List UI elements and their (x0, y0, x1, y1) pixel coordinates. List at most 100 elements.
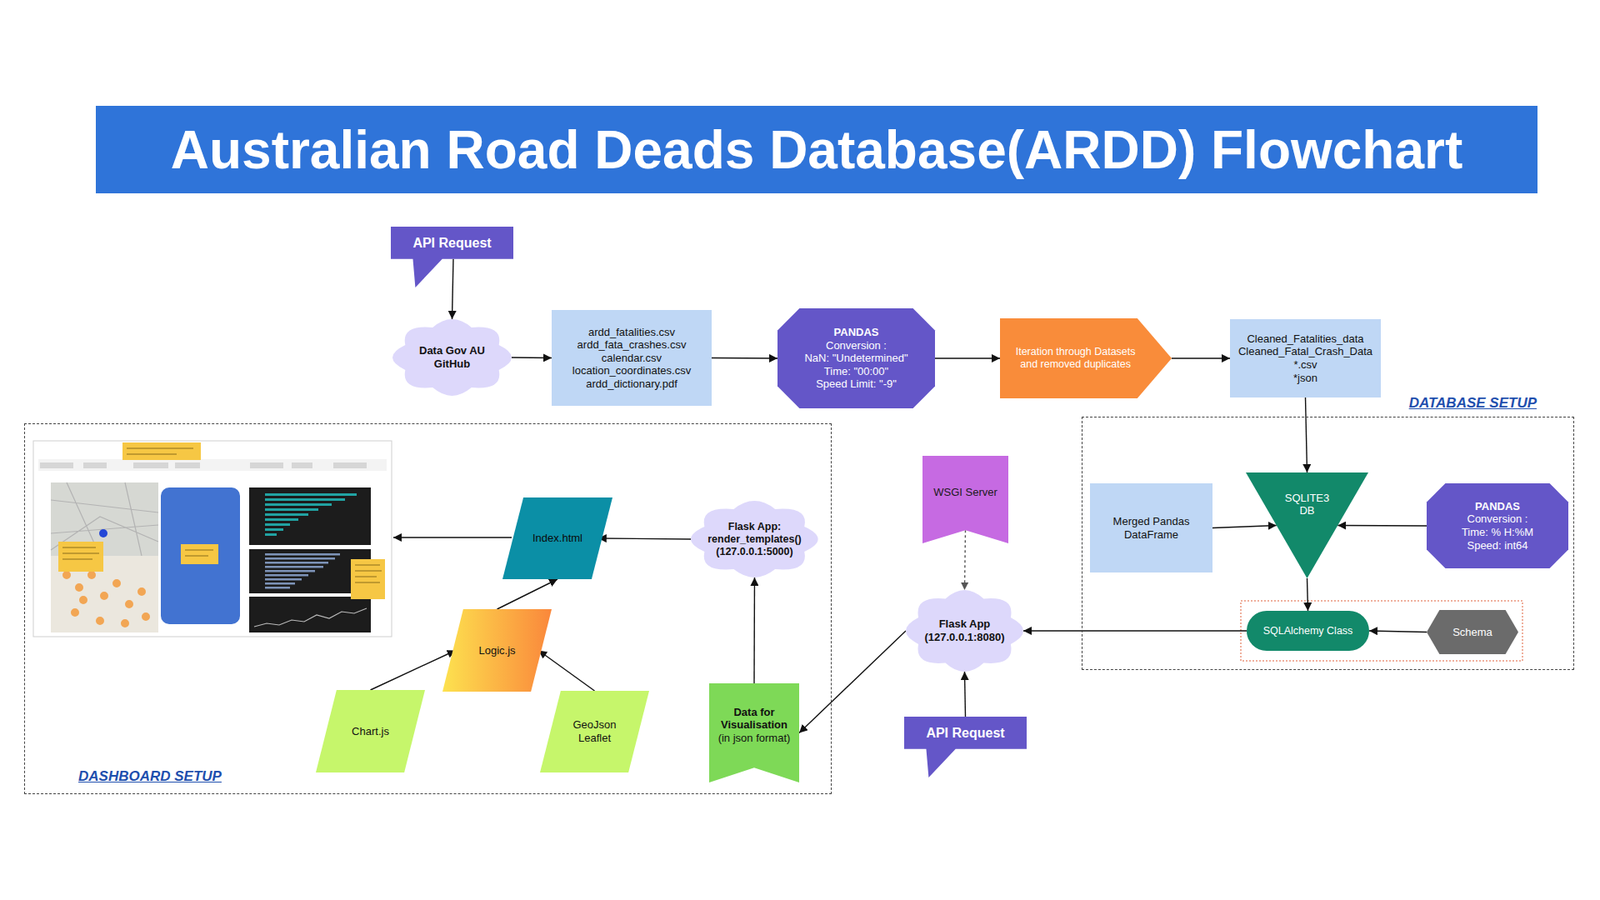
title-band: Australian Road Deads Database(ARDD) Flo… (95, 105, 1538, 194)
connector-arrow (1369, 630, 1427, 633)
region-heading: DATABASE SETUP (1409, 395, 1537, 412)
note-scribbles (62, 448, 382, 583)
bar-chart (249, 487, 371, 545)
html-parallelogram: Index.html (502, 497, 613, 580)
server-banner: WSGI Server (922, 455, 1009, 544)
class-pill: SQLAlchemy Class (1246, 610, 1370, 651)
node-text: ardd_dictionary.pdf (585, 377, 678, 391)
text-block: Cleaned_Fatalities_dataCleaned_Fatal_Cra… (1235, 332, 1376, 385)
data-banner-fill (709, 683, 800, 783)
server-banner-fill (922, 455, 1009, 544)
line-chart (249, 596, 371, 633)
text-block: Data for Visualisation(in json format) (713, 705, 795, 745)
text-block: PANDASConversion :Time: % H:%MSpeed: int… (1443, 500, 1552, 552)
dashboard-screenshot (33, 440, 392, 637)
connector-arrow (538, 650, 595, 692)
server-banner-outline (922, 455, 1009, 544)
sticky-notes (58, 442, 385, 600)
output-box: Cleaned_Fatalities_dataCleaned_Fatal_Cra… (1230, 319, 1381, 398)
node-text: WSGI Server (933, 485, 998, 500)
process-pentagon-fill (1000, 318, 1172, 399)
data-banner: Data for Visualisation(in json format) (709, 683, 800, 783)
text-block: GeoJson Leaflet (568, 718, 622, 745)
database-region: DATABASE SETUPMerged Pandas DataFrameSQL… (1081, 416, 1575, 670)
node-text: location_coordinates.csv (572, 364, 691, 378)
connector-arrow (1171, 357, 1230, 359)
node-text: Time: % H:%M (1461, 525, 1534, 540)
text-block: Merged Pandas DataFrame (1105, 515, 1198, 541)
connector-arrow (370, 650, 456, 691)
node-text: PANDAS (1475, 500, 1520, 514)
database-triangle-outline (1245, 472, 1369, 579)
flask-cloud-fill (690, 500, 819, 578)
node-text: API Request (412, 235, 491, 251)
node-text: Conversion : (825, 339, 887, 353)
node-text: GeoJson Leaflet (568, 718, 622, 745)
database-triangle: SQLITE3 DB (1245, 472, 1369, 579)
map-clusters (62, 570, 150, 628)
node-text: Conversion : (1467, 512, 1529, 526)
map-marker (99, 529, 108, 538)
connector-arrow (1307, 578, 1309, 611)
chart-bars (265, 553, 340, 590)
library-parallelogram-fill (540, 690, 650, 773)
text-block: API Request (915, 725, 1016, 741)
connector-arrow (1212, 525, 1277, 529)
schema-hexagon: Schema (1426, 610, 1519, 655)
library-parallelogram: Chart.js (315, 690, 425, 773)
node-text: Merged Pandas DataFrame (1105, 515, 1198, 541)
chart-bars (265, 493, 357, 536)
node-text: PANDAS (834, 325, 880, 340)
flask-cloud: Flask App: render_templates()(127.0.0.1:… (690, 500, 819, 578)
output-box-fill (1230, 319, 1381, 398)
node-text: *json (1293, 371, 1318, 385)
node-text: *.csv (1293, 358, 1317, 372)
text-block: SQLAlchemy Class (1255, 625, 1361, 638)
node-text: SQLAlchemy Class (1263, 625, 1354, 638)
library-parallelogram: GeoJson Leaflet (540, 690, 650, 773)
text-block: Data Gov AU GitHub (412, 344, 493, 370)
node-text: Speed Limit: "-9" (815, 377, 897, 391)
dataframe-box-fill (1090, 483, 1213, 573)
api-request-callout: API Request (390, 226, 514, 288)
leader-arrow (393, 536, 512, 538)
pandas-octagon: PANDASConversion :NaN: "Undetermined"Tim… (777, 308, 935, 409)
node-text: Speed: int64 (1466, 539, 1528, 553)
text-block: SQLITE3 DB (1281, 491, 1334, 518)
connector-arrow (511, 356, 552, 359)
connector-arrow (935, 357, 1000, 359)
file-list-box: ardd_fatalities.csvardd_fata_crashes.csv… (551, 310, 712, 406)
flask-cloud: Flask App(127.0.0.1:8080) (905, 590, 1024, 672)
api-request-callout-fill (904, 716, 1027, 778)
connector-arrow (753, 577, 755, 684)
file-list-box-fill (551, 310, 712, 406)
node-text: (in json format) (718, 731, 791, 745)
pandas-octagon-fill (777, 308, 935, 409)
process-pentagon: Iteration through Datasets and removed d… (1000, 318, 1172, 399)
node-text: ardd_fata_crashes.csv (577, 338, 687, 352)
database-triangle-fill (1245, 472, 1369, 579)
text-block: WSGI Server (929, 485, 1003, 500)
schema-hexagon-fill (1426, 610, 1519, 655)
connector-arrow (799, 630, 906, 734)
connector-arrow (1305, 397, 1308, 473)
node-text: Cleaned_Fatalities_data (1246, 332, 1364, 346)
node-text: Index.html (532, 531, 583, 545)
script-parallelogram: Logic.js (442, 609, 552, 692)
connector-arrow (452, 259, 454, 320)
node-text: NaN: "Undetermined" (804, 351, 908, 365)
text-block: API Request (402, 235, 503, 251)
text-block: Iteration through Datasets and removed d… (1007, 345, 1145, 371)
node-text: Logic.js (478, 644, 515, 658)
dashboard-region: DASHBOARD SETUPIndex.htmlFlask App: rend… (24, 423, 832, 795)
node-text: Cleaned_Fatal_Crash_Data (1238, 345, 1373, 359)
source-cloud: Data Gov AU GitHub (392, 319, 512, 396)
connectors (370, 259, 1428, 734)
node-text: Time: "00:00" (824, 365, 889, 379)
class-pill-fill (1246, 610, 1370, 651)
node-text: API Request (925, 725, 1005, 741)
connector-arrow (497, 579, 559, 610)
node-text: calendar.csv (601, 351, 662, 365)
text-block: Flask App: render_templates()(127.0.0.1:… (705, 520, 803, 559)
